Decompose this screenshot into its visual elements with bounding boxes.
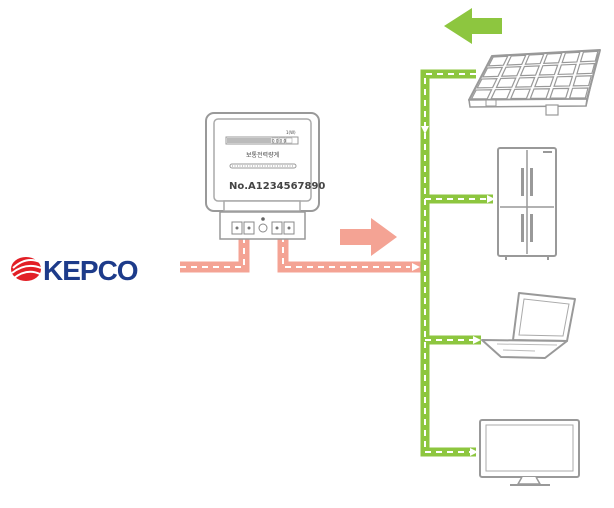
solar-cell	[495, 77, 517, 89]
solar-cell	[549, 87, 570, 99]
solar-cell	[506, 54, 527, 66]
kepco-logo: KEPCO	[11, 255, 139, 286]
solar-cell	[476, 77, 498, 89]
solar-cell	[487, 55, 509, 67]
laptop-icon	[481, 292, 576, 359]
arrow-left-icon	[444, 8, 502, 44]
solar-cell	[533, 76, 555, 88]
solar-cell	[519, 65, 541, 77]
grid-flow-line	[180, 236, 424, 273]
solar-cell	[542, 52, 563, 65]
meter-counter-digits: 0 0 0 0	[272, 139, 286, 144]
solar-cell	[557, 63, 577, 76]
solar-cell	[538, 64, 559, 76]
meter-terminals	[231, 217, 295, 235]
solar-cell	[514, 76, 536, 88]
meter-unit-label: 1(W)	[286, 130, 296, 135]
solar-cell	[524, 53, 545, 65]
solar-cell	[481, 66, 504, 78]
solar-cell	[561, 51, 581, 64]
kepco-logo-text: KEPCO	[43, 255, 138, 286]
solar-cell	[553, 75, 574, 87]
electricity-meter-icon: 1(W) 0 0 0 0 보통전력량계 No.A1234567890	[205, 112, 325, 240]
refrigerator-icon	[497, 147, 557, 260]
solar-cell	[572, 75, 593, 87]
meter-title: 보통전력량계	[246, 151, 279, 159]
solar-cell	[576, 62, 596, 75]
kepco-logo-icon	[11, 257, 42, 281]
solar-cell	[470, 89, 493, 100]
solar-panel-icon	[468, 49, 601, 116]
solar-cell	[529, 88, 551, 99]
solar-cell	[579, 50, 599, 63]
meter-serial-number: No.A1234567890	[229, 181, 325, 192]
solar-cell	[500, 65, 522, 77]
solar-flow-lines	[420, 69, 495, 457]
television-icon	[479, 419, 580, 486]
solar-cell	[568, 87, 589, 99]
solar-cell	[509, 88, 532, 100]
solar-cell	[490, 88, 512, 100]
arrow-right-icon	[340, 218, 397, 256]
